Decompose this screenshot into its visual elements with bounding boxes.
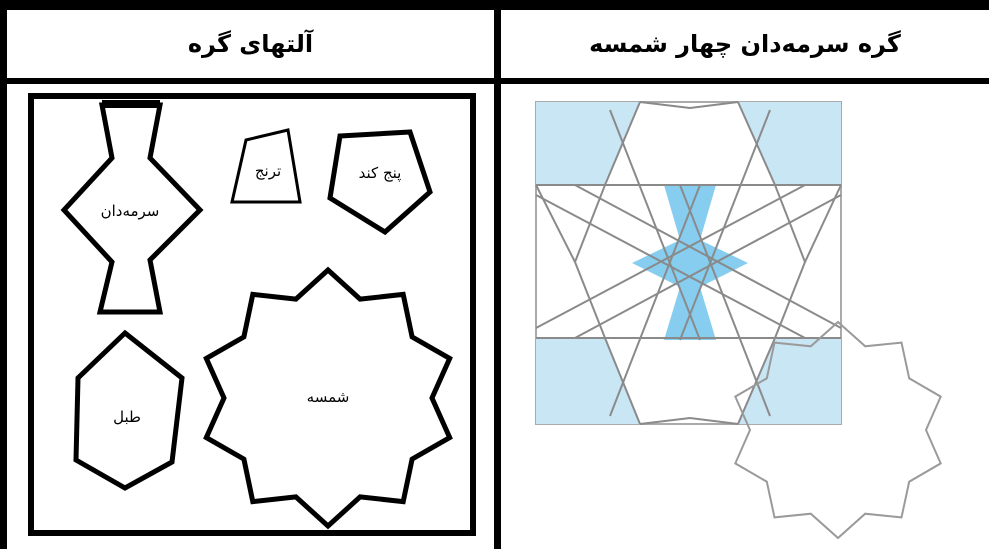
label-tabl: طبل: [113, 408, 141, 426]
panj-kond-tile: [330, 132, 430, 232]
sormedan-top-bar: [102, 100, 160, 108]
label-tranj: ترنج: [255, 162, 281, 180]
label-panj-kond: پنج کند: [359, 164, 402, 183]
label-sormedan: سرمه‌دان: [101, 202, 160, 220]
pattern-diagram: [536, 102, 941, 538]
label-shamseh: شمسه: [307, 388, 350, 406]
